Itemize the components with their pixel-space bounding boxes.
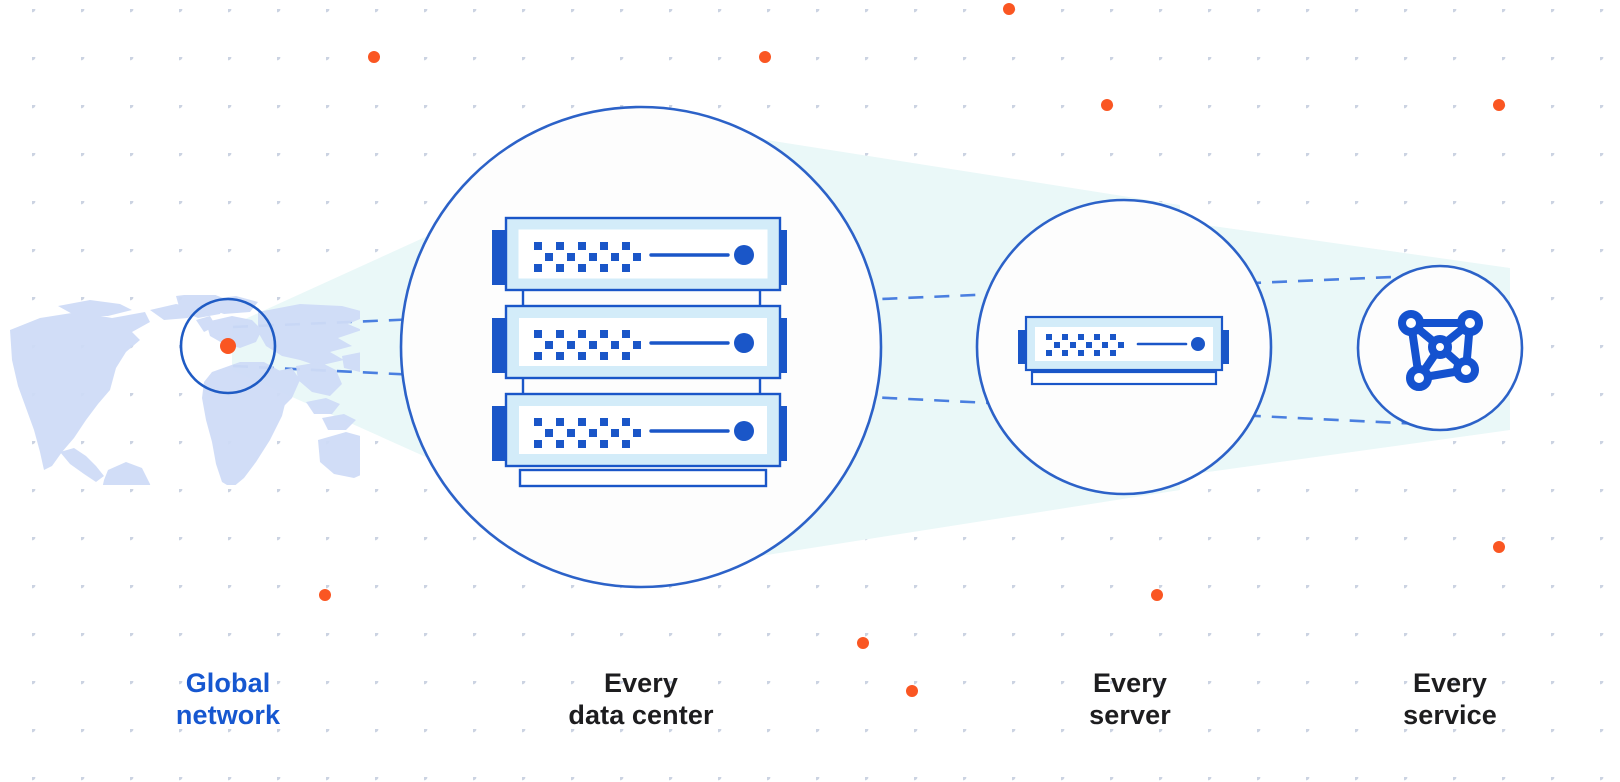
- data-center-circle: [399, 105, 883, 589]
- rack-unit-2: [492, 304, 787, 380]
- network-location-dot: [220, 338, 236, 354]
- server-unit-base: [1030, 370, 1218, 386]
- network-node-dots: [1398, 310, 1483, 391]
- server-unit-icon: [1018, 315, 1229, 386]
- global-network-circle: [179, 297, 277, 395]
- server-rack-icon: [492, 216, 787, 488]
- rack-base: [518, 468, 768, 488]
- server-circle: [975, 198, 1273, 496]
- orange-accent-dots: [319, 3, 1505, 697]
- service-circle: [1356, 264, 1524, 432]
- rack-unit-1: [492, 216, 787, 292]
- rack-unit-3: [492, 392, 787, 468]
